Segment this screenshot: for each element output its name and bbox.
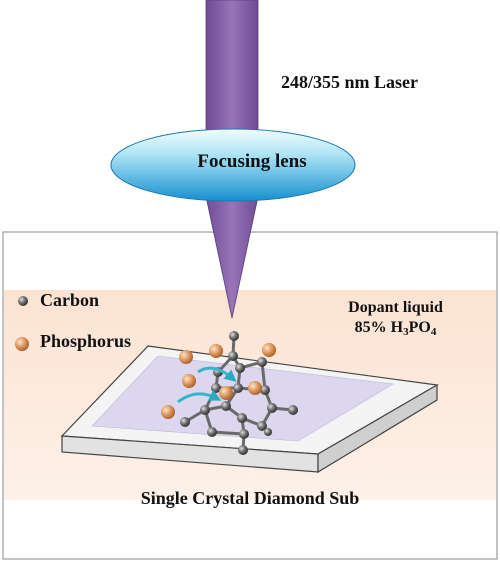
carbon-atom — [288, 405, 298, 415]
diffusion-arrow-icon — [177, 389, 222, 404]
lens-label: Focusing lens — [197, 151, 307, 172]
carbon-atom — [200, 405, 210, 415]
dopant-label: Dopant liquid 85% H3PO4 — [338, 298, 453, 338]
phosphorus-atom — [182, 374, 196, 388]
dopant-sub-1: 3 — [403, 326, 409, 338]
phosphorus-legend-label: Phosphorus — [40, 331, 132, 351]
dopant-line-1: Dopant liquid — [348, 299, 443, 316]
phosphorus-atom — [209, 344, 223, 358]
laser-beam — [205, 0, 259, 143]
carbon-atom — [260, 385, 270, 395]
carbon-atom — [221, 401, 231, 411]
substrate-well — [91, 355, 394, 442]
carbon-legend-icon — [18, 296, 28, 306]
carbon-legend-label: Carbon — [40, 290, 100, 310]
laser-label: 248/355 nm Laser — [281, 72, 418, 92]
dopant-prefix: 85% H — [354, 319, 404, 336]
phosphorus-atoms — [161, 343, 276, 419]
phosphorus-atom — [219, 386, 233, 400]
carbon-atom — [233, 383, 243, 393]
carbon-atom — [257, 357, 267, 367]
substrate-side — [317, 383, 438, 474]
carbon-atom — [257, 421, 267, 431]
dopant-line-2: 85% H3PO4 — [338, 318, 453, 338]
carbon-atom — [180, 417, 190, 427]
carbon-atom — [229, 331, 239, 341]
carbon-atom — [235, 363, 245, 373]
phosphorus-legend-icon — [15, 337, 29, 351]
dopant-sub-2: 4 — [430, 326, 437, 338]
carbon-atoms — [180, 331, 298, 455]
phosphorus-atom — [179, 350, 193, 364]
dopant-mid: PO — [408, 319, 431, 336]
diffusion-arrow-icon — [197, 366, 237, 382]
phosphorus-atom — [262, 343, 276, 357]
substrate-label: Single Crystal Diamond Sub — [140, 488, 360, 508]
phosphorus-atom — [161, 405, 175, 419]
carbon-atom — [238, 445, 248, 455]
carbon-atom — [228, 351, 238, 361]
focusing-lens — [110, 128, 356, 202]
carbon-atom — [237, 413, 247, 423]
carbon-atom — [264, 428, 272, 436]
carbon-atom — [207, 427, 217, 437]
carbon-atom — [239, 429, 249, 439]
phosphorus-atom — [248, 381, 262, 395]
carbon-atom — [267, 403, 277, 413]
